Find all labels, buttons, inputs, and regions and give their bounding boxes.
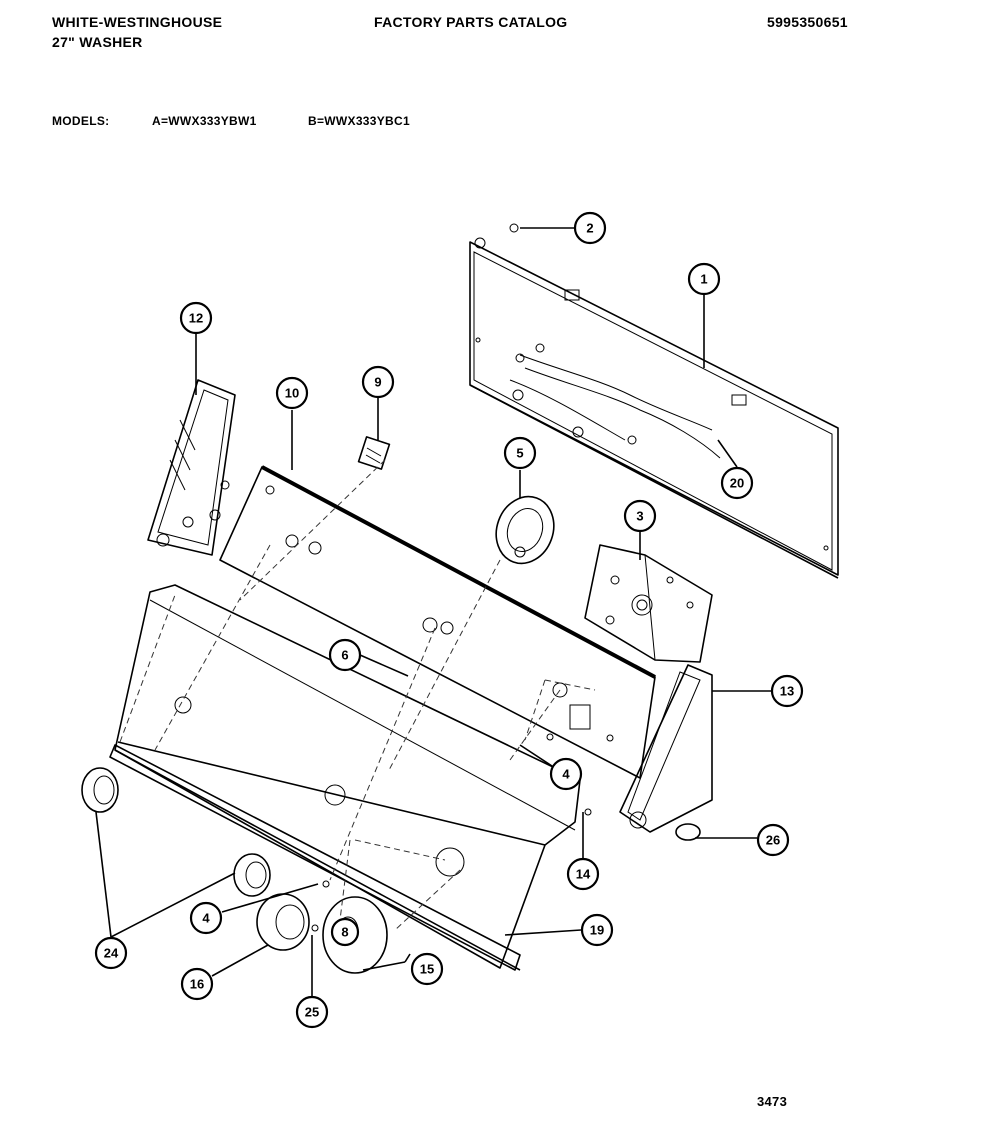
callout-8: 8 bbox=[330, 917, 360, 947]
product-title: 27" WASHER bbox=[52, 34, 143, 50]
svg-text:26: 26 bbox=[766, 833, 780, 848]
svg-text:13: 13 bbox=[780, 684, 794, 699]
knob-part-24 bbox=[81, 767, 119, 813]
svg-text:1: 1 bbox=[700, 272, 707, 287]
console-body-part-19 bbox=[109, 584, 581, 971]
svg-text:4: 4 bbox=[202, 911, 210, 926]
svg-text:8: 8 bbox=[341, 925, 348, 940]
end-cap-part-13 bbox=[619, 664, 713, 833]
callout-24: 24 bbox=[94, 936, 128, 970]
svg-text:20: 20 bbox=[730, 476, 744, 491]
console-face-panel bbox=[219, 465, 656, 779]
svg-text:6: 6 bbox=[341, 648, 348, 663]
svg-text:3: 3 bbox=[636, 509, 643, 524]
svg-text:15: 15 bbox=[420, 962, 434, 977]
callout-12: 12 bbox=[179, 301, 213, 335]
callout-5: 5 bbox=[503, 436, 537, 470]
selector-switch-part-5 bbox=[495, 495, 555, 565]
callout-1: 1 bbox=[687, 262, 721, 296]
callout-15: 15 bbox=[410, 952, 444, 986]
knob-part-16 bbox=[256, 893, 310, 951]
callout-26: 26 bbox=[756, 823, 790, 857]
switch-part-9 bbox=[357, 436, 391, 470]
svg-text:24: 24 bbox=[104, 946, 119, 961]
timer-part-3 bbox=[584, 544, 713, 663]
callout-10: 10 bbox=[275, 376, 309, 410]
control-bracket bbox=[147, 379, 236, 556]
model-b: B=WWX333YBC1 bbox=[308, 114, 410, 128]
callout-4-upper: 4 bbox=[549, 757, 583, 791]
callout-20: 20 bbox=[720, 466, 754, 500]
callout-9: 9 bbox=[361, 365, 395, 399]
page-number: 3473 bbox=[757, 1094, 788, 1109]
brand-title: WHITE-WESTINGHOUSE bbox=[52, 14, 223, 30]
model-a: A=WWX333YBW1 bbox=[152, 114, 257, 128]
svg-text:12: 12 bbox=[189, 311, 203, 326]
callout-2: 2 bbox=[573, 211, 607, 245]
svg-text:14: 14 bbox=[576, 867, 591, 882]
callout-16: 16 bbox=[180, 967, 214, 1001]
callout-6: 6 bbox=[328, 638, 362, 672]
callout-3: 3 bbox=[623, 499, 657, 533]
svg-text:2: 2 bbox=[586, 221, 593, 236]
callout-19: 19 bbox=[580, 913, 614, 947]
svg-text:16: 16 bbox=[190, 977, 204, 992]
callout-25: 25 bbox=[295, 995, 329, 1029]
svg-text:4: 4 bbox=[562, 767, 570, 782]
publication-number: 5995350651 bbox=[767, 14, 848, 30]
clip-part-26 bbox=[675, 823, 701, 841]
screw-part-2 bbox=[509, 223, 519, 233]
callout-13: 13 bbox=[770, 674, 804, 708]
callout-4-lower: 4 bbox=[189, 901, 223, 935]
rear-panel bbox=[469, 237, 839, 579]
knob-lower bbox=[233, 853, 271, 897]
callout-14: 14 bbox=[566, 857, 600, 891]
svg-text:9: 9 bbox=[374, 375, 381, 390]
svg-text:5: 5 bbox=[516, 446, 523, 461]
svg-text:19: 19 bbox=[590, 923, 604, 938]
models-label: MODELS: bbox=[52, 114, 110, 128]
svg-text:25: 25 bbox=[305, 1005, 319, 1020]
catalog-title: FACTORY PARTS CATALOG bbox=[374, 14, 568, 30]
svg-text:10: 10 bbox=[285, 386, 299, 401]
